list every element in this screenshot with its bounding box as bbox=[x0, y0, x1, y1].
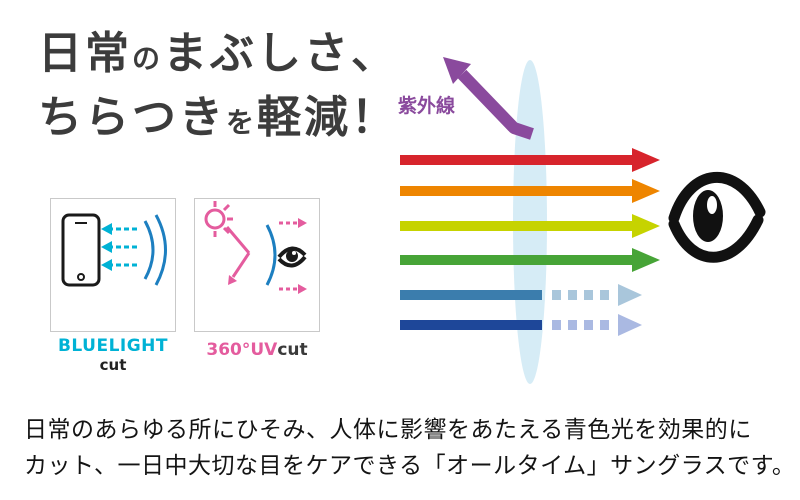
light-ray-orange bbox=[400, 179, 660, 203]
headline-text: 軽減！ bbox=[257, 91, 399, 143]
light-ray-red bbox=[400, 148, 660, 172]
uv-label-main: 360°UV bbox=[206, 340, 278, 360]
bluelight-label-main: BLUELIGHT bbox=[57, 336, 169, 356]
light-ray-navy-blocked bbox=[400, 314, 642, 336]
uv-bounce-arrows-icon bbox=[225, 218, 307, 294]
uv-label: 紫外線 bbox=[398, 94, 455, 117]
bluelight-label-sub: cut bbox=[99, 356, 127, 374]
headline-text: の bbox=[132, 42, 164, 75]
headline-text: ちらつき bbox=[38, 91, 226, 143]
description-line-1: 日常のあらゆる所にひそみ、人体に影響をあたえる青色光を効果的に bbox=[24, 417, 752, 443]
light-ray-green bbox=[400, 248, 660, 272]
headline: 日常のまぶしさ、 ちらつきを軽減！ bbox=[38, 22, 398, 150]
description-text: 日常のあらゆる所にひそみ、人体に影響をあたえる青色光を効果的に カット、一日中大… bbox=[24, 412, 795, 484]
light-ray-steel-blue-blocked bbox=[400, 284, 642, 306]
uv-reflected-arrow bbox=[443, 57, 534, 140]
headline-text: を bbox=[226, 105, 258, 139]
eye-icon-small bbox=[277, 246, 307, 268]
description-line-2: カット、一日中大切な目をケアできる「オールタイム」サングラスです。 bbox=[24, 453, 796, 479]
bluelight-reflected-arrows-icon bbox=[101, 223, 137, 271]
lens-arcs-icon bbox=[143, 214, 167, 286]
headline-line-1: 日常のまぶしさ、 bbox=[38, 22, 398, 86]
spectrum-diagram-svg: 紫外線 bbox=[398, 57, 766, 384]
lens-arc-icon bbox=[265, 224, 277, 286]
bluelight-cut-label: BLUELIGHT cut bbox=[50, 336, 176, 374]
headline-text: まぶしさ、 bbox=[163, 28, 399, 79]
uv-cut-icon bbox=[204, 201, 307, 294]
bluelight-cut-icon bbox=[61, 213, 167, 287]
sun-icon bbox=[204, 201, 233, 237]
light-ray-yellow-green bbox=[400, 214, 660, 238]
uv-label-sub: cut bbox=[277, 340, 308, 360]
eye-icon-large bbox=[668, 171, 766, 263]
smartphone-icon bbox=[61, 213, 101, 287]
headline-text: 日常 bbox=[38, 28, 132, 79]
bluelight-cut-badge bbox=[50, 198, 176, 332]
headline-line-2: ちらつきを軽減！ bbox=[38, 86, 398, 150]
uv-cut-badge bbox=[194, 198, 320, 332]
light-spectrum-diagram: 紫外線 bbox=[390, 40, 800, 400]
uv-cut-label: 360°UVcut bbox=[194, 340, 320, 360]
